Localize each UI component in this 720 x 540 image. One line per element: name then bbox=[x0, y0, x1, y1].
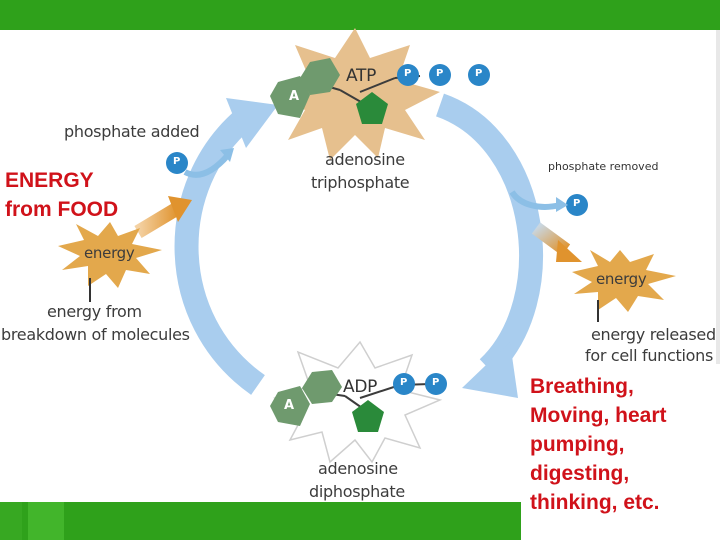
adp-hexagon bbox=[302, 370, 342, 404]
right-edge-shade bbox=[716, 30, 720, 502]
atp-hexagon bbox=[300, 58, 340, 95]
phosphate-removed-label: phosphate removed bbox=[548, 160, 659, 173]
energy-released-line1: energy released bbox=[591, 325, 716, 344]
added-phosphate-p: P bbox=[173, 156, 181, 167]
adp-pentagon bbox=[352, 400, 384, 432]
bottom-bar-block bbox=[28, 502, 64, 540]
cycle-arrow-left bbox=[174, 98, 278, 395]
adp-adenine-label: A bbox=[284, 398, 294, 413]
adp-phosphates bbox=[393, 373, 447, 395]
cell-functions-examples: Breathing, Moving, heart pumping, digest… bbox=[530, 375, 667, 514]
adp-molecule bbox=[270, 370, 431, 432]
atp-phosphate-2: P bbox=[436, 68, 444, 79]
energy-in-burst-label: energy bbox=[84, 244, 135, 262]
atp-molecule bbox=[270, 58, 421, 124]
adp-label: ADP bbox=[343, 377, 378, 397]
adp-adenine-shape bbox=[270, 386, 310, 426]
atp-phosphate-3: P bbox=[475, 68, 483, 79]
atp-adenine-label: A bbox=[289, 89, 299, 104]
cycle-arrow-right bbox=[435, 93, 543, 398]
atp-label: ATP bbox=[346, 66, 377, 86]
energy-from-food-label: ENERGY from FOOD bbox=[5, 169, 119, 221]
phosphate-added-arrow bbox=[183, 153, 231, 178]
atp-pentagon bbox=[356, 92, 388, 124]
atp-phosphates bbox=[397, 64, 490, 86]
adp-name-line1: adenosine bbox=[318, 459, 398, 478]
energy-from-line1: energy from bbox=[47, 302, 142, 321]
energy-in-burst bbox=[58, 222, 162, 288]
phosphate-added-circle bbox=[166, 152, 188, 174]
atp-phosphate-1: P bbox=[404, 68, 412, 79]
bottom-bar-block-left bbox=[0, 502, 22, 540]
energy-out-burst-label: energy bbox=[596, 270, 647, 288]
atp-adenine-shape bbox=[270, 76, 310, 118]
adp-phosphate-1: P bbox=[400, 377, 408, 388]
energy-from-line2: breakdown of molecules bbox=[1, 325, 190, 344]
atp-name-line1: adenosine bbox=[325, 150, 405, 169]
removed-phosphate-p: P bbox=[573, 198, 581, 209]
energy-in-arrow bbox=[134, 196, 192, 239]
energy-out-arrow bbox=[531, 222, 582, 262]
adp-phosphate-2: P bbox=[432, 377, 440, 388]
atp-name-line2: triphosphate bbox=[311, 173, 410, 192]
examples-callout-box bbox=[521, 364, 720, 540]
top-green-bar bbox=[0, 0, 720, 30]
energy-out-burst bbox=[572, 250, 676, 312]
phosphate-removed-arrow bbox=[509, 190, 561, 210]
phosphate-removed-circle bbox=[566, 194, 588, 216]
adp-name-line2: diphosphate bbox=[309, 482, 405, 501]
phosphate-added-label: phosphate added bbox=[64, 122, 200, 141]
energy-released-line2: for cell functions bbox=[585, 346, 713, 365]
